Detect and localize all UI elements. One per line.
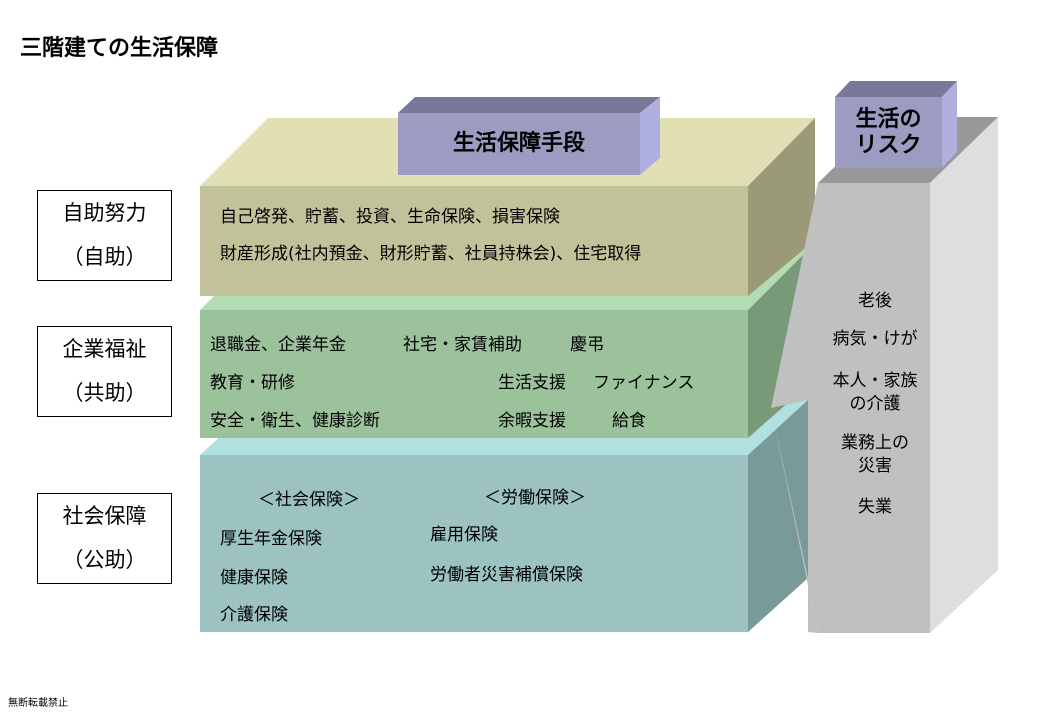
risk-item: 失業: [858, 497, 892, 517]
risk-item: 業務上の: [841, 433, 909, 453]
tier2-item: 給食: [612, 411, 646, 431]
means-box-side: [640, 97, 660, 175]
tier1-side: [748, 118, 815, 296]
risk-box-top: [835, 81, 957, 97]
means-box-top: [398, 97, 660, 113]
tier3-front: [200, 455, 748, 632]
tier1-line: 自己啓発、貯蓄、投資、生命保険、損害保険: [220, 207, 560, 227]
tier2-item: 余暇支援: [498, 411, 566, 431]
risk-item: 老後: [858, 291, 892, 311]
tier2-front: [200, 310, 748, 438]
tier2-item: 社宅・家賃補助: [403, 335, 522, 355]
tier3-side: [748, 400, 808, 632]
means-box-front: [398, 113, 640, 175]
tier2-item: 慶弔: [570, 335, 604, 355]
risk-header-line2: リスク: [855, 133, 922, 158]
tier3-item: 厚生年金保険: [220, 529, 322, 549]
risk-box-front: [835, 97, 942, 168]
risk-column-front: [771, 183, 930, 633]
footer-note: 無断転載禁止: [8, 698, 68, 709]
tier3-heading: ＜労働保険＞: [484, 488, 586, 508]
label-self-help: 自助努力（自助）: [37, 190, 172, 281]
risk-item: 災害: [858, 456, 892, 476]
risk-item: の介護: [849, 394, 901, 414]
tier2-item: ファイナンス: [593, 373, 695, 393]
tier3-heading: ＜社会保険＞: [258, 490, 360, 510]
tier3-item: 介護保険: [220, 605, 288, 625]
tier3-item: 雇用保険: [430, 525, 498, 545]
tier3-item: 健康保険: [220, 568, 288, 588]
page-title: 三階建ての生活保障: [20, 36, 219, 61]
risk-header-line1: 生活の: [855, 107, 922, 132]
tier2-item: 安全・衛生、健康診断: [210, 411, 380, 431]
risk-box-side: [942, 81, 957, 168]
tier2-item: 教育・研修: [210, 373, 295, 393]
risk-item: 本人・家族: [832, 371, 918, 391]
tier3-item: 労働者災害補償保険: [430, 565, 583, 585]
tier2-item: 退職金、企業年金: [210, 335, 346, 355]
means-header: 生活保障手段: [452, 131, 585, 156]
label-mutual-help: 企業福祉（共助）: [37, 326, 172, 417]
tier1-line: 財産形成(社内預金、財形貯蓄、社員持株会)、住宅取得: [220, 244, 642, 264]
label-public-help: 社会保障（公助）: [37, 493, 172, 584]
tier2-item: 生活支援: [498, 373, 566, 393]
risk-column-side: [930, 117, 998, 633]
risk-item: 病気・けが: [832, 329, 918, 349]
tier1-front: [200, 186, 748, 296]
